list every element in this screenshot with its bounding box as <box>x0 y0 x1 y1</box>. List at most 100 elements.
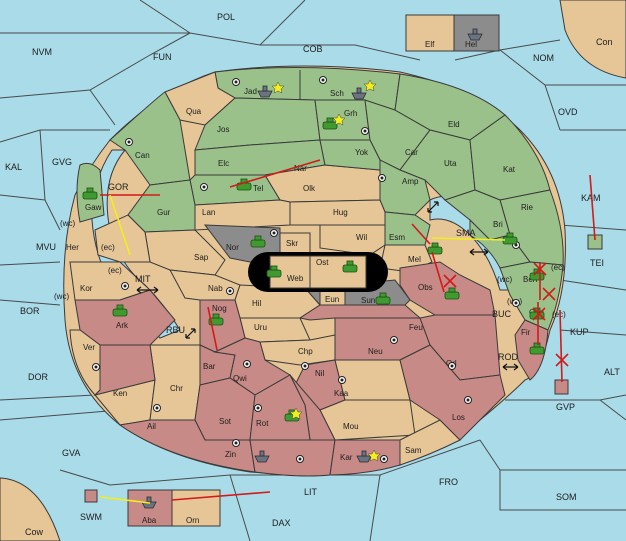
fleet-jad[interactable] <box>257 85 273 98</box>
province-rot[interactable] <box>249 374 311 441</box>
land-label-mou: Mou <box>343 422 359 431</box>
sea-label-kal: KAL <box>5 162 22 172</box>
land-label-chp: Chp <box>298 347 313 356</box>
star-icon <box>363 79 377 92</box>
land-label-los: Los <box>452 413 465 422</box>
army-nor[interactable] <box>250 235 266 248</box>
sea-label-rod: ROD <box>498 352 519 362</box>
province-ken[interactable] <box>93 344 156 396</box>
fleet-zin[interactable] <box>254 450 270 463</box>
sea-label-cow: Cow <box>25 527 44 537</box>
adjacency-arrow-icon <box>185 328 196 339</box>
fleet-kar[interactable] <box>356 450 372 463</box>
army-obs[interactable] <box>444 287 460 300</box>
land-label-orn: Orn <box>186 516 199 525</box>
sea-label-cob: COB <box>303 44 323 54</box>
sea-label-pol: POL <box>217 12 235 22</box>
land-label-gur: Gur <box>157 208 171 217</box>
island-swm[interactable] <box>84 489 98 503</box>
province-bri-south[interactable] <box>469 218 531 269</box>
land-label-tel: Tel <box>253 184 263 193</box>
land-label-nog: Nog <box>212 304 227 313</box>
army-nog[interactable] <box>208 313 224 326</box>
failed-order-mark <box>533 262 547 276</box>
star-icon <box>332 113 346 126</box>
army-fir[interactable] <box>529 342 545 355</box>
land-label-yok: Yok <box>355 148 369 157</box>
coast-label-ben-ec: (ec) <box>551 263 565 272</box>
land-label-mel: Mel <box>408 255 421 264</box>
province-obs[interactable] <box>399 261 496 316</box>
province-zin-east[interactable] <box>249 439 336 477</box>
orders <box>99 159 596 504</box>
neutral-provinces <box>69 199 461 466</box>
impassable-centre <box>203 224 411 306</box>
land-label-can: Can <box>135 151 150 160</box>
army-gaw[interactable] <box>82 187 98 200</box>
army-grh[interactable] <box>322 117 338 130</box>
supply-centre-marker <box>92 76 520 463</box>
province-elf[interactable] <box>405 14 455 52</box>
land-label-eun: Eun <box>325 295 339 304</box>
failed-order-mark <box>542 287 556 301</box>
army-sun[interactable] <box>375 292 391 305</box>
land-label-elc: Elc <box>218 159 229 168</box>
land-label-qwi: Qwi <box>233 374 247 383</box>
sea-label-som: SOM <box>556 492 577 502</box>
build-stars <box>271 79 381 462</box>
province-hug[interactable] <box>289 199 386 226</box>
land-label-sun: Sun <box>361 296 375 305</box>
province-mou-north[interactable] <box>319 399 416 441</box>
land-label-eld: Eld <box>448 120 460 129</box>
sea-label-swm: SWM <box>80 512 102 522</box>
coast-label-ben-wc: (wc) <box>497 275 512 284</box>
land-label-ost: Ost <box>316 258 329 267</box>
land-label-sap: Sap <box>194 253 209 262</box>
army-ark[interactable] <box>112 304 128 317</box>
land-label-nar: Nar <box>294 164 307 173</box>
fleet-sch[interactable] <box>351 87 367 100</box>
coast-label-gaw-wc: (wc) <box>60 219 75 228</box>
province-uru[interactable] <box>239 317 311 343</box>
land-label-feu: Feu <box>409 323 423 332</box>
failed-order-mark <box>555 353 569 367</box>
land-label-ail: Ail <box>147 422 156 431</box>
sea-label-layer: POL NVM FUN COB NOM Con OVD KAL GVG GOR … <box>5 12 620 537</box>
army-web[interactable] <box>266 265 282 278</box>
coast-label-kor-wc: (wc) <box>54 292 69 301</box>
land-label-ark: Ark <box>116 321 129 330</box>
land-label-bar: Bar <box>203 362 216 371</box>
star-icon <box>271 81 285 94</box>
land-label-grh: Grh <box>344 109 357 118</box>
fleet-aba[interactable] <box>141 496 157 509</box>
land-label-gaw: Gaw <box>85 203 102 212</box>
island-gvp[interactable] <box>554 379 569 395</box>
province-wil[interactable] <box>319 224 386 256</box>
coast-label-kor-ec: (ec) <box>108 266 122 275</box>
army-ost[interactable] <box>342 260 358 273</box>
fleet-hel[interactable] <box>467 28 483 41</box>
land-label-nab: Nab <box>208 284 223 293</box>
land-label-sot: Sot <box>219 417 232 426</box>
province-los[interactable] <box>399 344 506 441</box>
province-her[interactable] <box>94 214 151 263</box>
move-arrow <box>171 491 271 501</box>
sea-label-dor: DOR <box>28 372 49 382</box>
sea-label-mvu: MVU <box>36 242 56 252</box>
land-label-ken: Ken <box>113 389 127 398</box>
province-yok[interactable] <box>319 139 381 171</box>
land-label-nil: Nil <box>315 369 325 378</box>
sea-label-fro: FRO <box>439 477 458 487</box>
sea-label-nom: NOM <box>533 53 554 63</box>
land-label-uta: Uta <box>444 159 457 168</box>
land-label-rie: Rie <box>521 203 534 212</box>
province-feu[interactable] <box>298 304 422 321</box>
province-zin[interactable] <box>118 419 256 473</box>
province-sap[interactable] <box>144 229 226 276</box>
land-label-kat: Kat <box>503 165 516 174</box>
move-arrow <box>559 309 563 383</box>
land-label-qua: Qua <box>186 107 202 116</box>
land-label-esm: Esm <box>389 233 405 242</box>
